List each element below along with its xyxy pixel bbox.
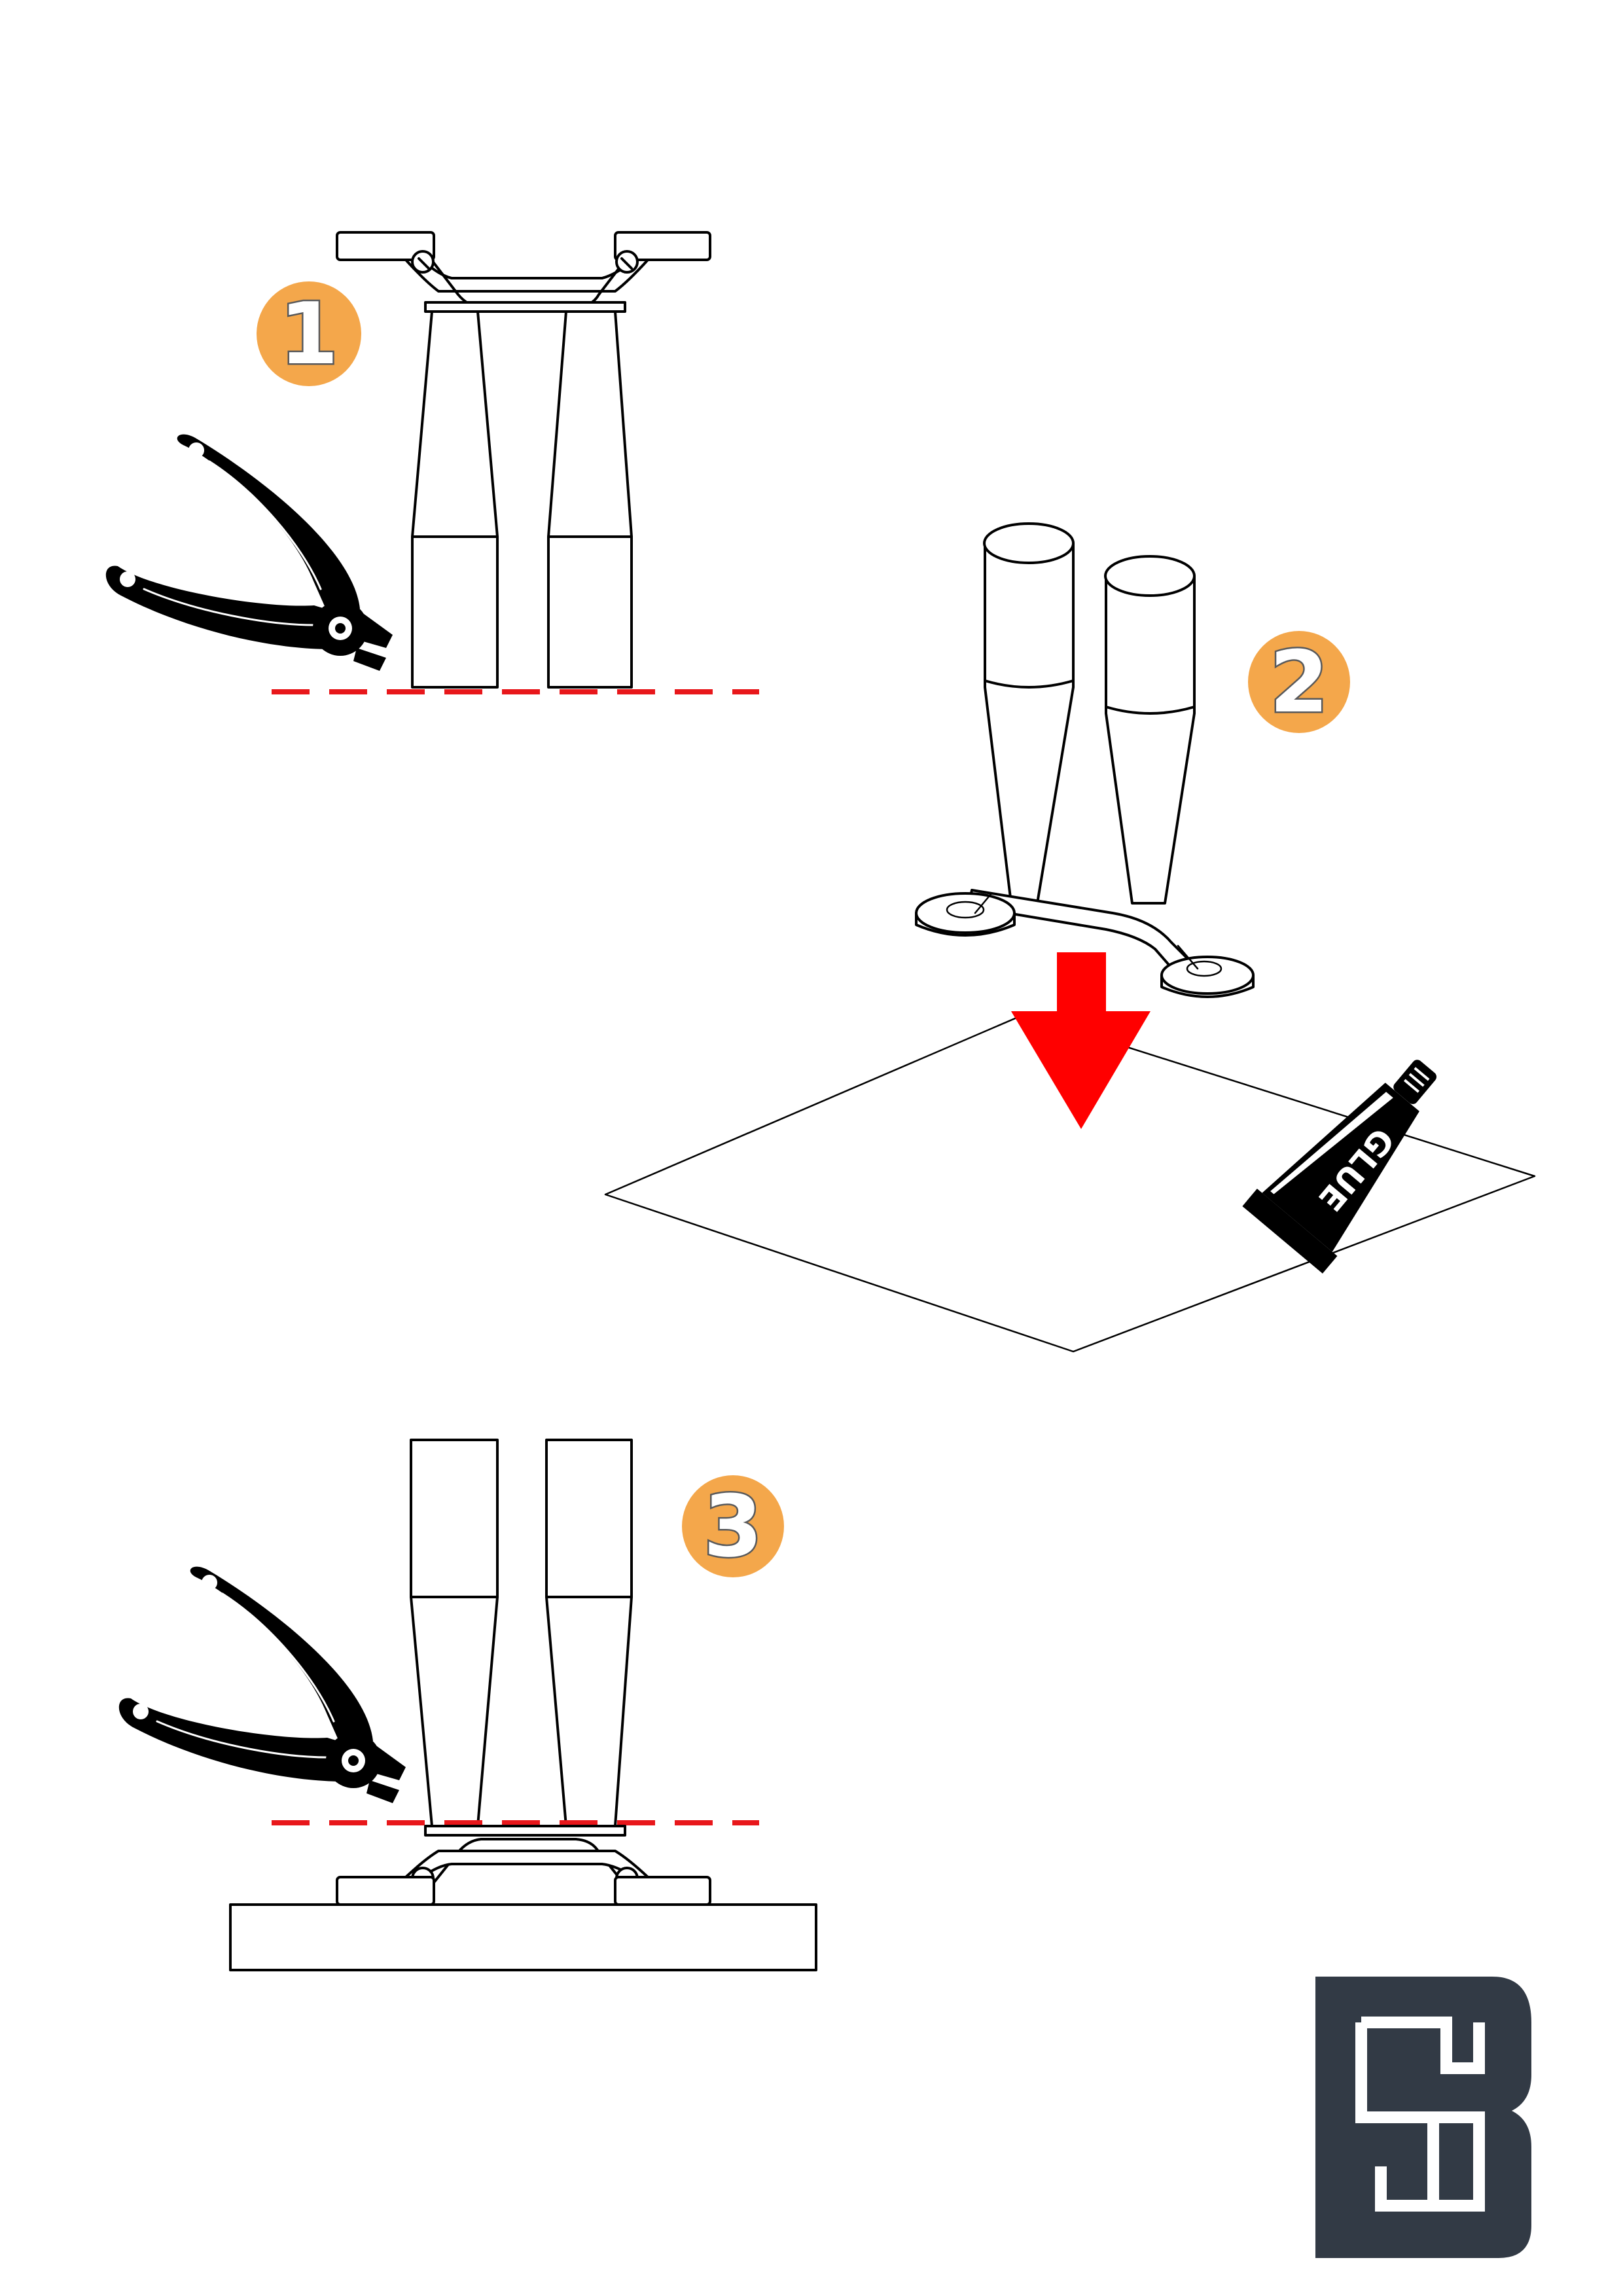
support-base-top [336, 231, 711, 313]
down-arrow-icon [1011, 952, 1150, 1129]
step-number: 3 [704, 1477, 762, 1576]
step-3: 3 [118, 1439, 817, 1971]
side-cutters-icon [105, 434, 393, 671]
figure-legs-1 [411, 310, 633, 689]
figure-legs-3 [410, 1439, 633, 1827]
work-surface [604, 1013, 1536, 1353]
brand-logo [1315, 1977, 1531, 2258]
step-2: GLUE 2 [604, 522, 1536, 1353]
side-cutters-icon [118, 1566, 406, 1803]
badge-circle [257, 281, 361, 386]
work-surface-block [229, 1903, 817, 1971]
support-base-2 [915, 889, 1255, 998]
support-base-3 [336, 1825, 711, 1906]
glue-tube-icon: GLUE [1242, 1060, 1437, 1274]
figure-legs-2 [983, 522, 1196, 905]
badge-circle [682, 1475, 784, 1577]
step-badge-2: 2 [1248, 631, 1350, 734]
badge-circle [1248, 631, 1350, 733]
step-1: 1 [105, 231, 759, 694]
step-badge-1: 1 [257, 281, 361, 386]
step-badge-3: 3 [682, 1475, 784, 1578]
step-number: 1 [279, 284, 338, 384]
step-number: 2 [1270, 632, 1329, 732]
